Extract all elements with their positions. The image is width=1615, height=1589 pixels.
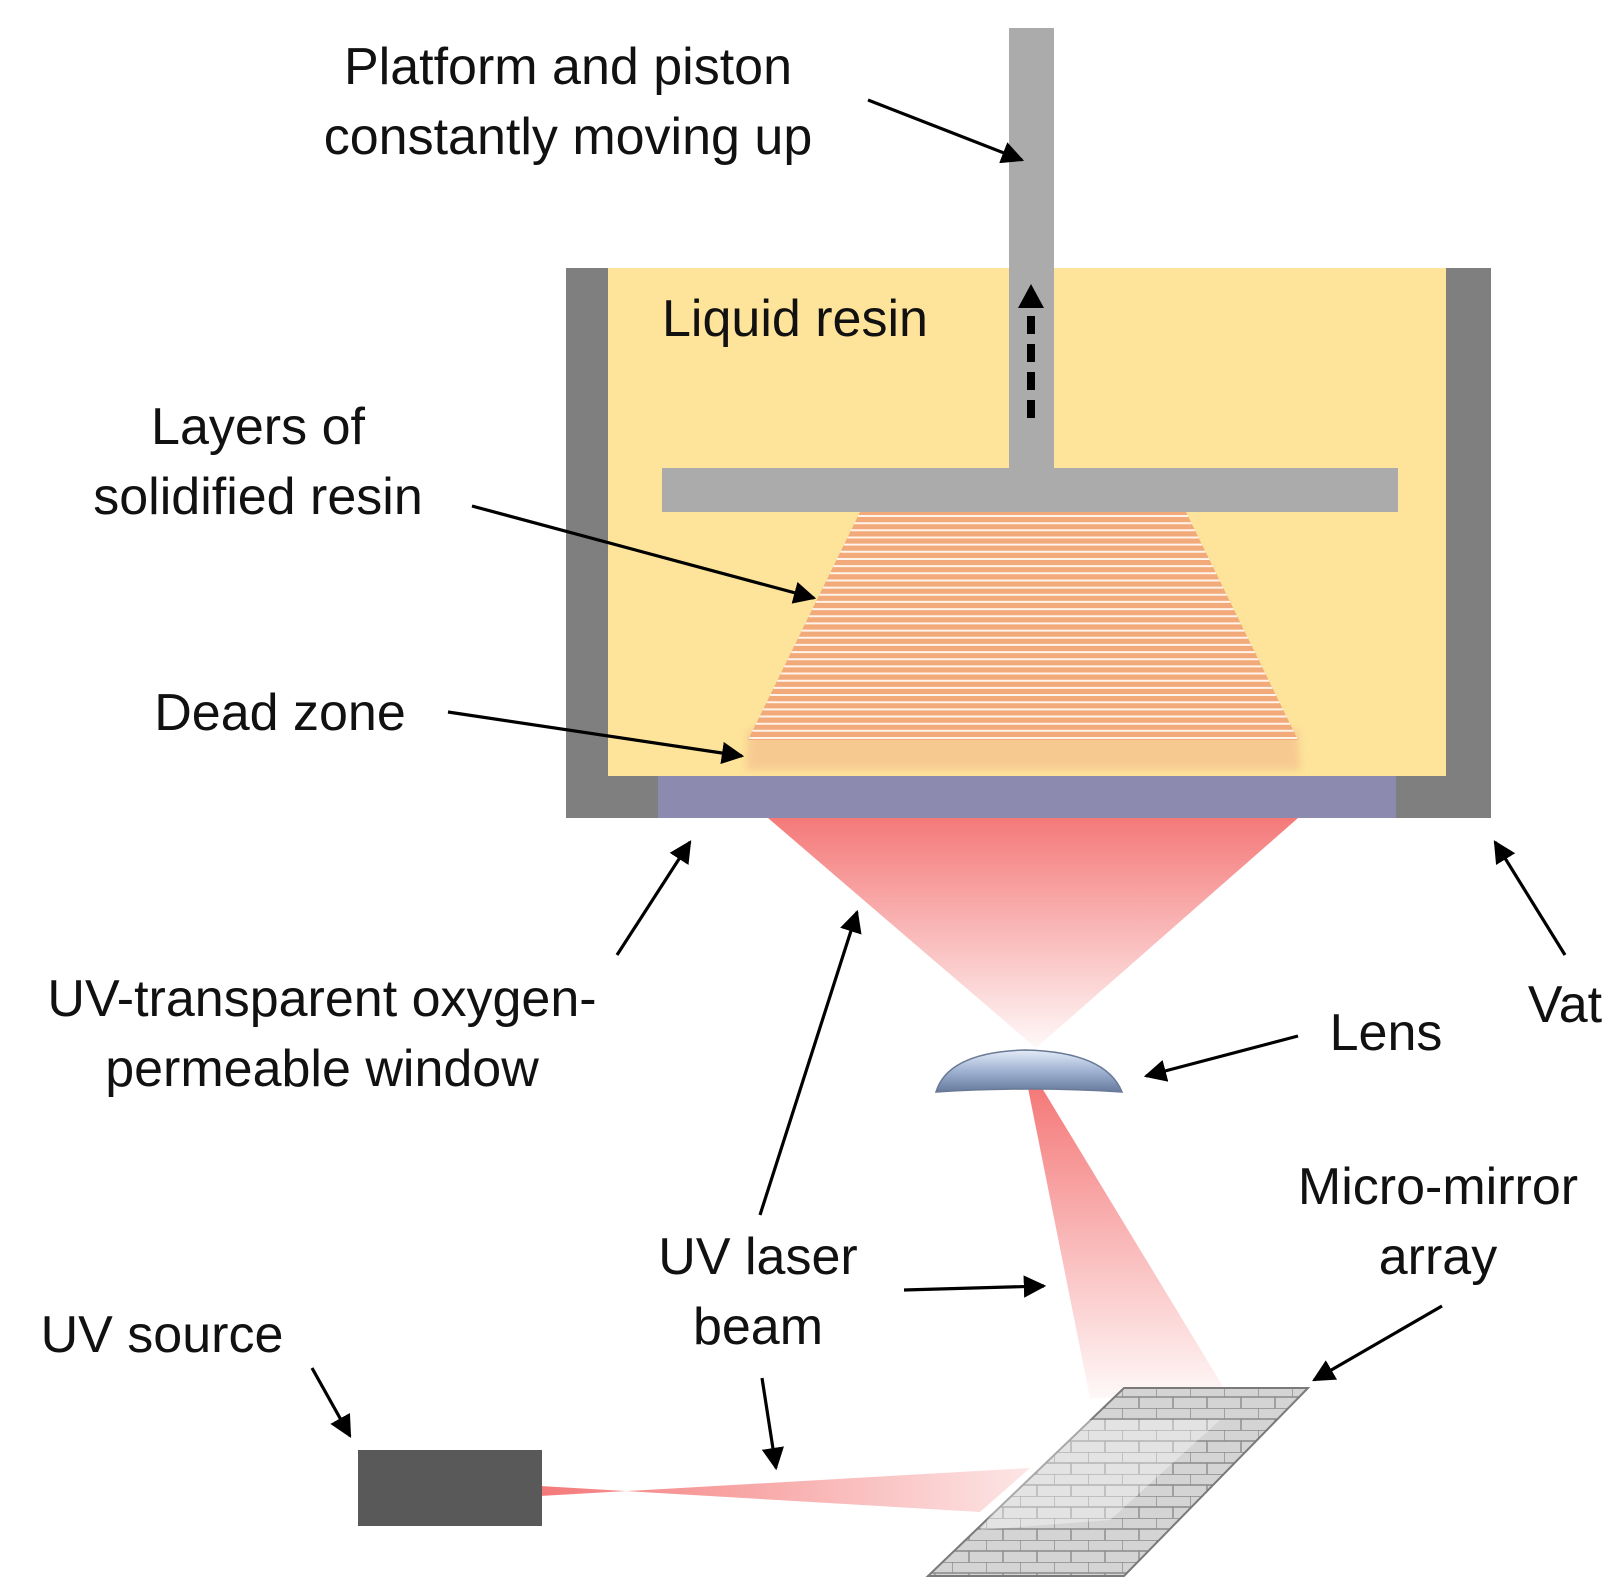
label-lens: Lens: [1330, 1004, 1443, 1062]
mirror-pattern-shape: [980, 1420, 1220, 1530]
vat-left-wall: [566, 268, 608, 818]
upward-motion-arrow: [1018, 284, 1044, 418]
label-mirror-line2: array: [1379, 1228, 1497, 1286]
micro-mirror-array: [925, 1387, 1311, 1577]
arrow-beam-up: [758, 909, 862, 1216]
label-layers-line2: solidified resin: [93, 468, 423, 526]
layers-body: [748, 512, 1298, 740]
lens: [934, 1049, 1124, 1093]
arrow-vat: [1493, 840, 1567, 956]
arrow-platform: [867, 98, 1025, 164]
uv-source-box: [358, 1450, 542, 1526]
arrow-dead-zone: [447, 710, 745, 765]
arrow-lens: [1143, 1034, 1299, 1082]
arrow-window: [615, 840, 692, 956]
label-platform-line1: Platform and piston: [344, 38, 792, 96]
layer-stripes: [749, 515, 1297, 739]
label-window-line2: permeable window: [105, 1040, 539, 1098]
arrow-mirror: [1312, 1304, 1443, 1382]
annotation-arrows: [310, 98, 1567, 1471]
motion-arrow-head: [1018, 284, 1044, 308]
uv-laser-beams: [768, 818, 1298, 1398]
arrow-layers: [471, 504, 817, 604]
arrow-beam-right: [903, 1275, 1047, 1298]
beam-mirror-to-lens: [1028, 1088, 1230, 1398]
solidified-resin-layers: [746, 512, 1300, 770]
label-liquid-resin: Liquid resin: [662, 290, 928, 348]
label-platform-line2: constantly moving up: [324, 108, 813, 166]
label-window-line1: UV-transparent oxygen-: [47, 970, 596, 1028]
arrow-uv-source: [310, 1367, 352, 1438]
vat-right-wall: [1446, 268, 1491, 818]
vat-bottom-left: [566, 776, 658, 818]
label-beam-line1: UV laser: [658, 1228, 857, 1286]
label-layers-line1: Layers of: [151, 398, 365, 456]
mirror-array-surface: [925, 1387, 1311, 1577]
label-beam-line2: beam: [693, 1298, 823, 1356]
label-uv-source: UV source: [41, 1306, 284, 1364]
beam-source-to-mirror: [540, 1468, 1030, 1512]
beam-to-window: [768, 818, 1298, 1048]
label-vat: Vat: [1528, 976, 1603, 1034]
vat-bottom-right: [1396, 776, 1491, 818]
label-mirror-line1: Micro-mirror: [1298, 1158, 1578, 1216]
oxygen-permeable-window: [658, 776, 1396, 818]
piston: [1009, 28, 1054, 472]
platform-and-piston: [662, 28, 1398, 512]
platform: [662, 468, 1398, 512]
label-dead-zone: Dead zone: [154, 684, 406, 742]
arrow-beam-down: [760, 1377, 784, 1471]
